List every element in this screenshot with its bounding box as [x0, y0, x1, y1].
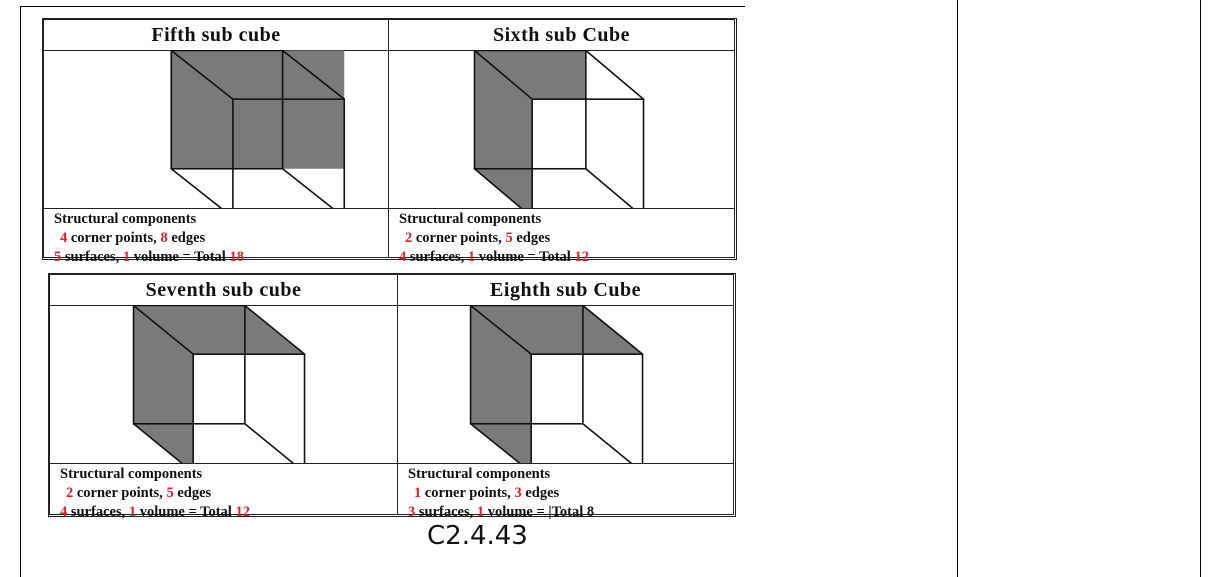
edge-label: edges	[525, 485, 560, 501]
corner-label: corner points,	[415, 230, 502, 246]
edge-label: edges	[171, 230, 206, 246]
structural-components-text: Structural components 2 corner points, 5…	[389, 208, 734, 265]
back-face	[232, 50, 345, 169]
table-left-border	[20, 6, 21, 577]
total-count: 18	[229, 249, 244, 265]
surface-count: 3	[408, 504, 416, 520]
corners-edges-line: 2 corner points, 5 edges	[399, 229, 734, 248]
subcube-cell-fifth: Fifth sub cube S	[43, 19, 389, 265]
corner-count: 4	[60, 230, 68, 246]
sixth-sub-cube-diagram	[473, 50, 645, 208]
edge-count: 8	[160, 230, 168, 246]
surfaces-volume-line: 4 surfaces, 1 volume = Total 12	[60, 503, 397, 522]
edge-label: edges	[516, 230, 551, 246]
cell-title: Sixth sub Cube	[389, 20, 734, 51]
surface-label: surfaces,	[418, 504, 474, 520]
corner-label: corner points,	[70, 230, 157, 246]
components-heading: Structural components	[399, 211, 542, 227]
subcube-cell-sixth: Sixth sub Cube Structural components 2 c…	[388, 19, 735, 265]
surface-count: 5	[54, 249, 62, 265]
surfaces-volume-line: 4 surfaces, 1 volume = Total 12	[399, 248, 734, 267]
volume-label: volume = Total	[133, 249, 226, 265]
surface-label: surfaces,	[409, 249, 465, 265]
corner-count: 2	[405, 230, 413, 246]
corners-edges-line: 2 corner points, 5 edges	[60, 484, 397, 503]
shaded-faces	[470, 305, 643, 463]
table-top-border	[20, 6, 745, 7]
subcube-cell-eighth: Eighth sub Cube Structural components 1 …	[397, 274, 734, 520]
eighth-sub-cube-diagram	[469, 305, 644, 463]
surface-label: surfaces,	[64, 249, 120, 265]
corner-count: 2	[66, 485, 74, 501]
components-heading: Structural components	[408, 466, 551, 482]
structural-components-text: Structural components 1 corner points, 3…	[398, 463, 733, 520]
table-right-border	[1200, 0, 1201, 577]
cube-figure	[389, 50, 734, 208]
cube-figure	[44, 50, 388, 208]
subcube-cell-seventh: Seventh sub cube Structural components 2…	[49, 274, 398, 520]
corner-count: 1	[414, 485, 422, 501]
figure-panel-bottom: Seventh sub cube Structural components 2…	[48, 273, 736, 520]
volume-count: 1	[476, 504, 485, 520]
surface-label: surfaces,	[70, 504, 126, 520]
structural-components-text: Structural components 2 corner points, 5…	[50, 463, 397, 520]
corner-label: corner points,	[424, 485, 511, 501]
structural-components-text: Structural components 4 corner points, 8…	[44, 208, 388, 265]
corner-label: corner points,	[76, 485, 163, 501]
surfaces-volume-line: 5 surfaces, 1 volume = Total 18	[54, 248, 388, 267]
edge-count: 5	[505, 230, 513, 246]
fifth-sub-cube-diagram	[170, 50, 346, 208]
seventh-sub-cube-diagram	[132, 305, 306, 463]
bottom-face	[133, 423, 194, 463]
figure-panel-top: Fifth sub cube S	[42, 18, 737, 265]
edge-count: 3	[514, 485, 522, 501]
components-heading: Structural components	[54, 211, 197, 227]
corners-edges-line: 1 corner points, 3 edges	[408, 484, 733, 503]
volume-label: volume = |Total	[487, 504, 584, 520]
volume-count: 1	[122, 249, 131, 265]
figure-caption: C2.4.43	[427, 521, 528, 551]
volume-label: volume = Total	[478, 249, 571, 265]
cell-title: Seventh sub cube	[50, 275, 397, 306]
cell-title: Fifth sub cube	[44, 20, 388, 51]
cell-title: Eighth sub Cube	[398, 275, 733, 306]
total-count: 12	[235, 504, 250, 520]
corners-edges-line: 4 corner points, 8 edges	[54, 229, 388, 248]
table-column-divider	[957, 0, 958, 577]
components-heading: Structural components	[60, 466, 203, 482]
surface-count: 4	[60, 504, 68, 520]
total-count: 8	[586, 504, 595, 520]
shaded-faces	[474, 50, 586, 208]
volume-count: 1	[467, 249, 476, 265]
volume-label: volume = Total	[139, 504, 232, 520]
total-count: 12	[574, 249, 589, 265]
cube-figure	[398, 305, 733, 463]
edge-count: 5	[166, 485, 174, 501]
edge-label: edges	[177, 485, 212, 501]
surface-count: 4	[399, 249, 407, 265]
volume-count: 1	[128, 504, 137, 520]
surfaces-volume-line: 3 surfaces, 1 volume = |Total 8	[408, 503, 733, 522]
cube-figure	[50, 305, 397, 463]
